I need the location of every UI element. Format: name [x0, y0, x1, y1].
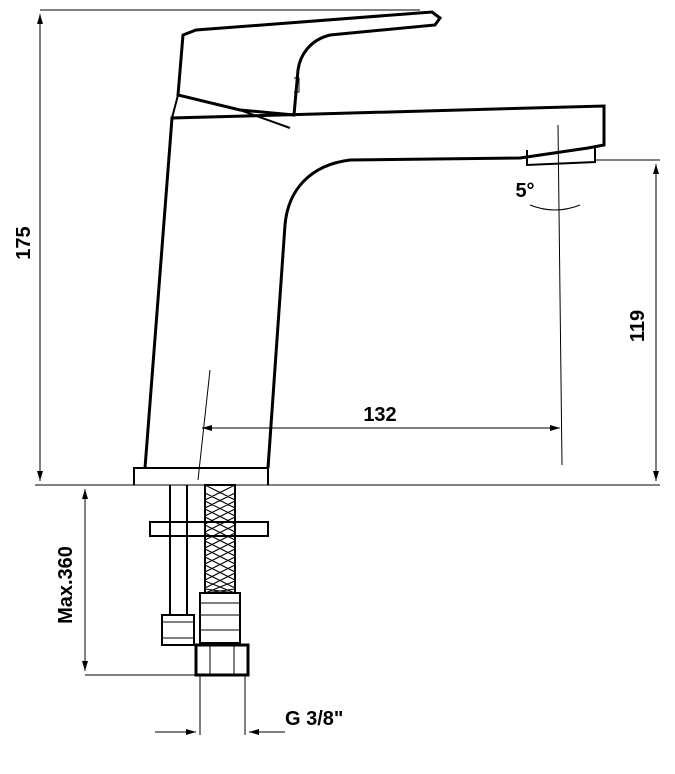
dim-thread-label: G 3/8" — [285, 708, 343, 730]
dim-hose-length-label: Max.360 — [55, 546, 77, 624]
hose-fitting — [199, 592, 241, 644]
clamp-plate — [149, 521, 269, 537]
hose-braid-pattern — [204, 484, 236, 594]
lever-button — [294, 77, 300, 93]
faucet-base — [133, 467, 269, 485]
faucet-column — [143, 104, 606, 469]
dim-angle-label: 5° — [515, 180, 534, 202]
supply-hoses — [149, 484, 269, 677]
braided-hose — [204, 484, 236, 594]
faucet-body — [133, 10, 606, 485]
dimension-lines — [35, 9, 660, 735]
dim-119-label: 119 — [627, 310, 649, 342]
dim-angle-arc — [529, 204, 581, 211]
dim-175-label: 175 — [13, 226, 35, 259]
mounting-stud — [169, 485, 188, 615]
hose-connection-nut — [194, 643, 250, 677]
lever-joint — [171, 94, 291, 129]
dim-132-label: 132 — [363, 404, 396, 426]
stud-nut — [161, 614, 195, 646]
faucet-lever — [176, 10, 443, 117]
spout-aerator — [526, 148, 596, 167]
